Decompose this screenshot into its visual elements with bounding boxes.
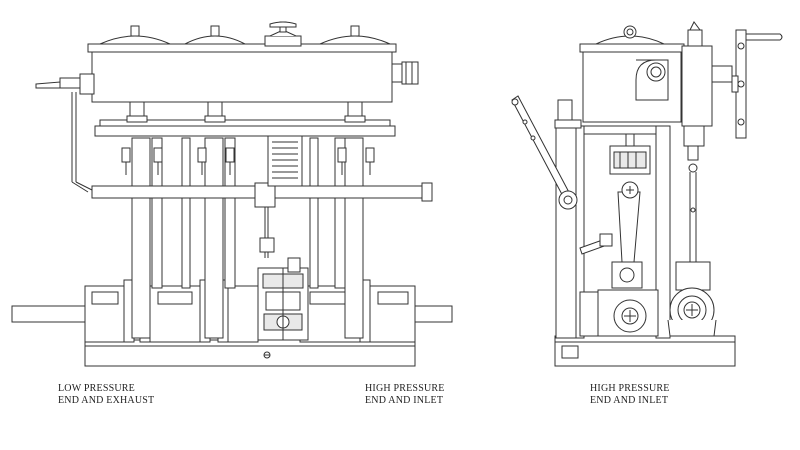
handwheel xyxy=(731,29,783,139)
eccentric-assembly xyxy=(257,257,309,341)
valve-rod-column xyxy=(683,125,705,270)
cylinder-domes xyxy=(99,25,391,45)
side-elevation-view xyxy=(511,21,783,367)
cylinder-bottom-plate xyxy=(94,119,396,137)
side-cylinder-block xyxy=(554,25,685,129)
low-pressure-caption-line1: LOW PRESSURE xyxy=(58,383,135,394)
high-pressure-side-caption-line1: HIGH PRESSURE xyxy=(590,383,670,394)
crosshead xyxy=(609,133,651,175)
high-pressure-side-caption: HIGH PRESSURE END AND INLET xyxy=(590,383,670,407)
high-pressure-front-caption-line1: HIGH PRESSURE xyxy=(365,383,445,394)
crank-bearing xyxy=(597,289,659,337)
reversing-lever xyxy=(35,73,95,193)
side-base xyxy=(554,335,736,367)
valve-rod-bar xyxy=(91,182,433,258)
high-pressure-front-caption: HIGH PRESSURE END AND INLET xyxy=(365,383,445,407)
eccentric-strap xyxy=(667,261,717,337)
piston-glands xyxy=(126,99,366,123)
connecting-rod xyxy=(611,181,643,289)
cylinder-block xyxy=(87,43,397,103)
rod-clips xyxy=(121,147,375,175)
low-pressure-caption: LOW PRESSURE END AND EXHAUST xyxy=(58,383,154,407)
side-reversing-arm xyxy=(511,95,578,210)
high-pressure-front-caption-line2: END AND INLET xyxy=(365,395,444,406)
front-elevation-view xyxy=(11,21,453,367)
base-plate xyxy=(84,339,416,367)
eccentric-link xyxy=(579,233,613,255)
center-spring xyxy=(267,135,303,187)
steam-inlet-fitting xyxy=(391,61,419,85)
high-pressure-side-caption-line2: END AND INLET xyxy=(590,395,669,406)
low-pressure-caption-line2: END AND EXHAUST xyxy=(58,395,155,406)
valve-chest xyxy=(681,21,733,127)
top-valve-handle xyxy=(264,21,302,47)
